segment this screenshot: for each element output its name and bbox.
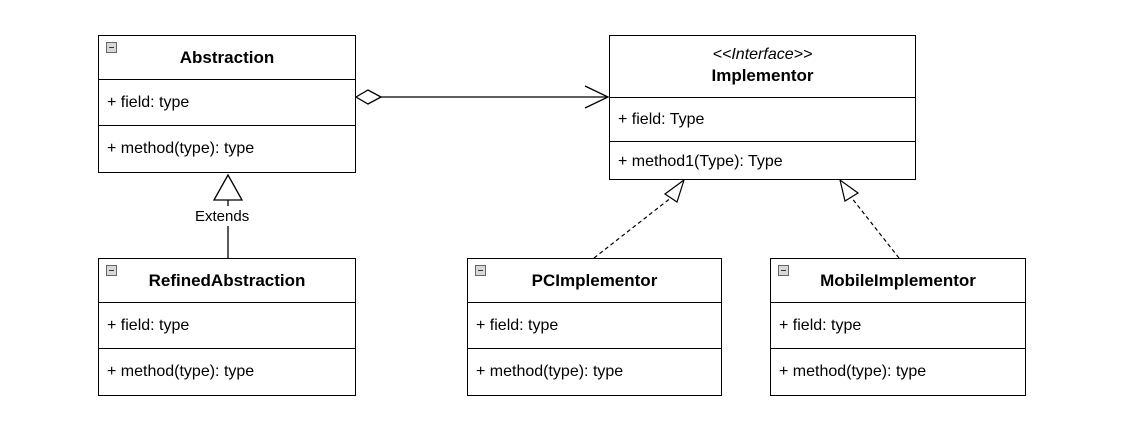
class-header: Abstraction (99, 36, 355, 79)
class-header: PCImplementor (468, 259, 721, 302)
class-method: + method(type): type (468, 348, 721, 395)
realization-connector-mobile (839, 178, 900, 259)
class-method: + method(type): type (771, 348, 1025, 395)
realization-connector-pc (593, 178, 686, 259)
class-field: + field: type (468, 302, 721, 348)
class-field: + field: type (771, 302, 1025, 348)
class-mobile-implementor[interactable]: MobileImplementor + field: type + method… (770, 258, 1026, 396)
hollow-triangle-arrowhead (663, 178, 686, 203)
class-abstraction[interactable]: Abstraction + field: type + method(type)… (98, 35, 356, 173)
aggregation-diamond (354, 89, 383, 105)
class-method: + method(type): type (99, 125, 355, 172)
class-field: + field: type (99, 302, 355, 348)
extends-label: Extends (194, 208, 251, 225)
class-field: + field: type (99, 79, 355, 125)
class-refined-abstraction[interactable]: RefinedAbstraction + field: type + metho… (98, 258, 356, 396)
class-name: Implementor (711, 66, 814, 85)
stereotype-label: <<Interface>> (712, 46, 813, 63)
class-header: <<Interface>> Implementor (610, 36, 915, 97)
aggregation-connector (354, 85, 610, 109)
collapse-icon[interactable] (106, 42, 117, 53)
class-method: + method1(Type): Type (610, 141, 915, 181)
class-header: MobileImplementor (771, 259, 1025, 302)
class-method: + method(type): type (99, 348, 355, 395)
class-pc-implementor[interactable]: PCImplementor + field: type + method(typ… (467, 258, 722, 396)
class-name: MobileImplementor (820, 271, 976, 290)
collapse-icon[interactable] (475, 265, 486, 276)
class-field: + field: Type (610, 97, 915, 141)
hollow-triangle-arrowhead (212, 173, 244, 201)
generalization-connector (212, 173, 244, 258)
hollow-triangle-arrowhead (839, 178, 860, 202)
interface-implementor[interactable]: <<Interface>> Implementor + field: Type … (609, 35, 916, 180)
class-name: PCImplementor (531, 271, 658, 290)
open-arrowhead (584, 85, 610, 109)
class-name: RefinedAbstraction (148, 271, 306, 290)
collapse-icon[interactable] (106, 265, 117, 276)
class-name: Abstraction (179, 48, 275, 67)
class-header: RefinedAbstraction (99, 259, 355, 302)
collapse-icon[interactable] (778, 265, 789, 276)
